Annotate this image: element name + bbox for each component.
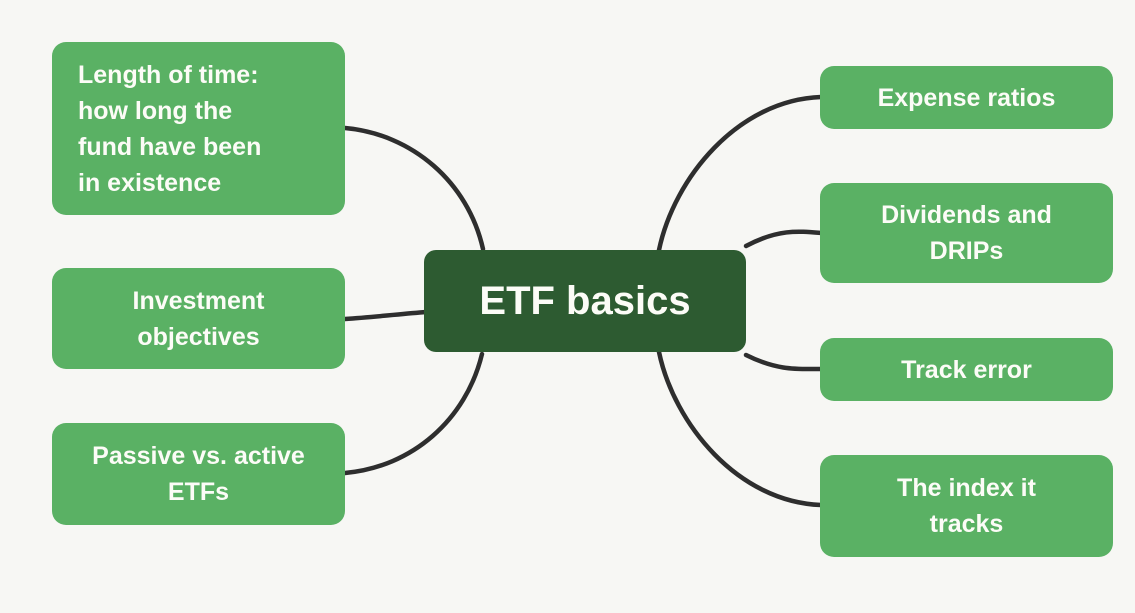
node-length-of-time[interactable]: Length of time: how long the fund have b… <box>52 42 345 215</box>
node-investment-objectives-label: Investment objectives <box>132 286 265 351</box>
node-expense-ratios[interactable]: Expense ratios <box>820 66 1113 129</box>
connector-track-error <box>743 352 824 372</box>
node-passive-vs-active-etfs-label: Passive vs. active ETFs <box>92 442 305 506</box>
node-dividends-and-drips-label: Dividends and DRIPs <box>881 201 1052 265</box>
connector-investment-objectives <box>342 309 429 322</box>
connector-expense-ratios <box>656 94 824 253</box>
node-track-error[interactable]: Track error <box>820 338 1113 401</box>
connector-length-of-time <box>342 125 486 252</box>
node-the-index-it-tracks-label: The index it tracks <box>897 474 1036 538</box>
node-etf-basics[interactable]: ETF basics <box>424 250 746 352</box>
node-track-error-label: Track error <box>901 355 1032 384</box>
node-the-index-it-tracks[interactable]: The index it tracks <box>820 455 1113 557</box>
node-passive-vs-active-etfs[interactable]: Passive vs. active ETFs <box>52 423 345 525</box>
node-length-of-time-label: Length of time: how long the fund have b… <box>78 60 262 197</box>
connector-index-it-tracks <box>656 349 824 508</box>
node-expense-ratios-label: Expense ratios <box>877 83 1056 112</box>
node-dividends-and-drips[interactable]: Dividends and DRIPs <box>820 183 1113 283</box>
connector-passive-vs-active <box>342 351 485 476</box>
node-investment-objectives[interactable]: Investment objectives <box>52 268 345 369</box>
connector-dividends-drips <box>743 229 824 249</box>
node-etf-basics-label: ETF basics <box>479 279 691 323</box>
